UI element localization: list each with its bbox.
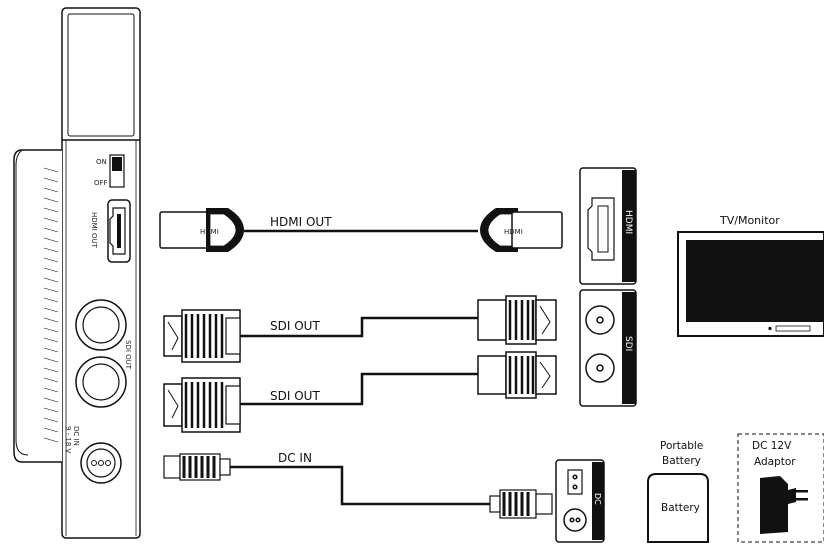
dc-in-label: DC IN	[278, 451, 312, 465]
device-hdmi-port	[107, 199, 131, 263]
dc-cable-right-plug	[489, 489, 553, 519]
device-sdi-port-2	[75, 356, 127, 408]
device-dc-port-label-2: 9 - 18 V	[64, 426, 72, 454]
power-adaptor-icon	[760, 476, 808, 534]
portable-battery-title-1: Portable	[660, 440, 703, 452]
device-sdi-port-label: SDI OUT	[124, 340, 132, 370]
sdi-out-label-1: SDI OUT	[270, 319, 320, 333]
sdi-cable-1-wire	[240, 316, 478, 338]
sdi-cable-1-left-plug	[163, 309, 241, 363]
switch-off-label: OFF	[94, 179, 108, 187]
hdmi-plug-left-label: HDMI	[200, 228, 219, 236]
monitor-sdi-panel	[579, 289, 637, 407]
adaptor-title-1: DC 12V	[752, 440, 792, 452]
battery-label: Battery	[661, 502, 700, 514]
hdmi-cable-left-plug	[159, 208, 244, 252]
device-sdi-port-1	[75, 299, 127, 351]
tv-monitor	[677, 231, 824, 337]
dc-input-panel	[555, 459, 605, 543]
monitor-hdmi-panel	[579, 167, 637, 285]
device-dc-port	[80, 442, 122, 484]
hdmi-cable-right-plug	[480, 208, 563, 252]
portable-battery-title-2: Battery	[662, 455, 701, 467]
adaptor-dashed-frame	[737, 433, 824, 543]
hdmi-out-label: HDMI OUT	[270, 215, 332, 229]
device-side-view	[13, 7, 141, 539]
sdi-cable-2-left-plug	[163, 377, 241, 433]
sdi-out-label-2: SDI OUT	[270, 389, 320, 403]
monitor-hdmi-tab-label: HDMI	[623, 210, 633, 234]
sdi-cable-2-right-plug	[477, 351, 557, 399]
dc-cable-left-plug	[163, 453, 231, 481]
device-dc-port-label-1: DC IN	[72, 426, 80, 446]
hdmi-plug-right-label: HDMI	[504, 228, 523, 236]
adaptor-title-2: Adaptor	[754, 456, 796, 468]
sdi-cable-2-wire	[240, 372, 478, 406]
dc-tab-label: DC	[593, 493, 602, 505]
power-switch[interactable]	[109, 154, 125, 188]
battery-icon	[647, 473, 709, 543]
monitor-sdi-tab-label: SDI	[623, 336, 633, 351]
tv-monitor-title: TV/Monitor	[719, 214, 780, 227]
switch-on-label: ON	[96, 158, 107, 166]
sdi-cable-1-right-plug	[477, 295, 557, 345]
dc-cable-wire	[230, 465, 490, 506]
device-hdmi-port-label: HDMI OUT	[90, 212, 98, 249]
